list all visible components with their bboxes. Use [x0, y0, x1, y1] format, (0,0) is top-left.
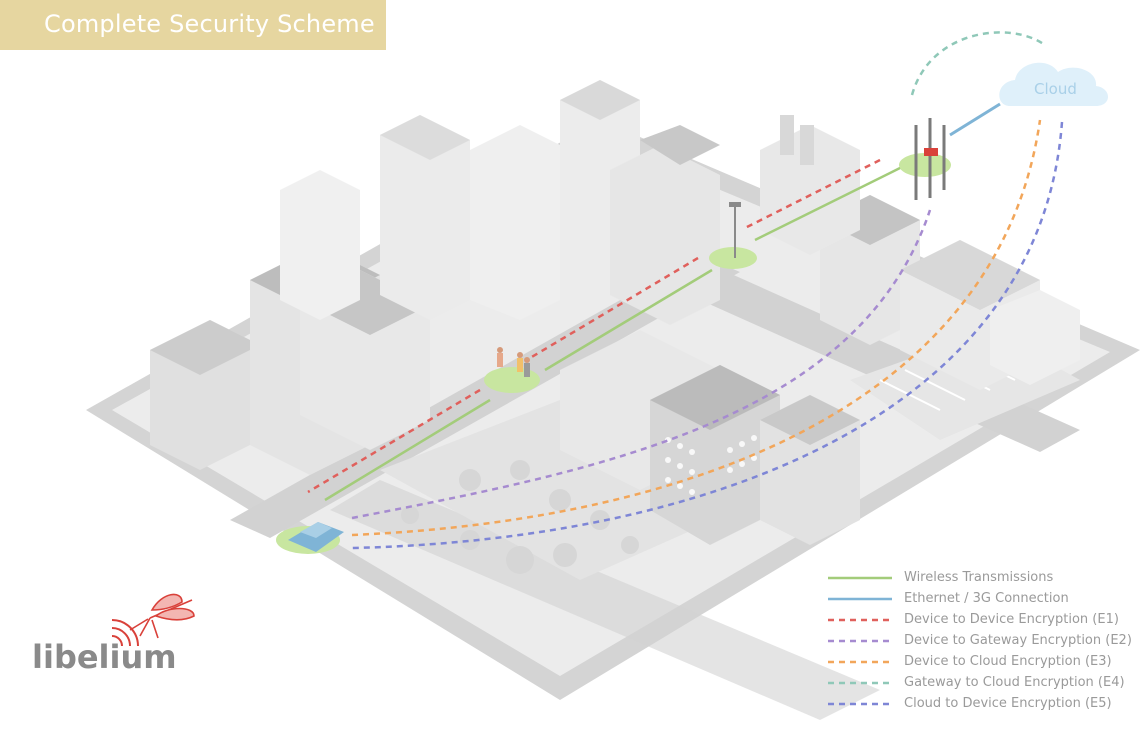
legend-label: Device to Gateway Encryption (E2) — [904, 633, 1132, 648]
legend-label: Gateway to Cloud Encryption (E4) — [904, 675, 1125, 690]
legend-item-e3: Device to Cloud Encryption (E3) — [828, 654, 1146, 675]
page-title: Complete Security Scheme — [44, 10, 375, 38]
park-trees — [401, 460, 639, 574]
streetlight-icon — [729, 202, 741, 258]
libelium-logo: libelium — [32, 590, 212, 684]
buildings-right — [760, 115, 1080, 390]
cloud-icon — [999, 62, 1108, 106]
legend-label: Device to Device Encryption (E1) — [904, 612, 1119, 627]
title-banner — [0, 0, 386, 50]
legend-label: Wireless Transmissions — [904, 570, 1054, 585]
connection-e2-device-gateway — [351, 209, 932, 520]
connection-e1-3 — [307, 388, 481, 494]
brand-wordmark: libelium — [32, 638, 177, 676]
connection-wireless-1 — [754, 166, 901, 242]
cloud-label: Cloud — [1034, 80, 1077, 98]
node-streetlight — [709, 247, 757, 269]
legend-item-wireless: Wireless Transmissions — [828, 570, 1146, 591]
legend-label: Device to Cloud Encryption (E3) — [904, 654, 1112, 669]
connection-e5-cloud-device — [351, 121, 1064, 550]
connection-wireless-3 — [324, 398, 491, 502]
connection-e4-gateway-cloud — [910, 31, 1046, 96]
connection-ethernet-3g — [949, 102, 1001, 137]
legend-item-e1: Device to Device Encryption (E1) — [828, 612, 1146, 633]
legend-item-ethernet: Ethernet / 3G Connection — [828, 591, 1146, 612]
connection-e3-device-cloud — [351, 119, 1042, 537]
legend-label: Cloud to Device Encryption (E5) — [904, 696, 1112, 711]
node-pedestrians — [484, 367, 540, 393]
pedestrians-icon — [497, 347, 530, 377]
buildings-left — [150, 80, 720, 475]
legend: Wireless Transmissions Ethernet / 3G Con… — [828, 570, 1146, 717]
gateway-antenna — [914, 118, 946, 200]
mosquito-icon — [129, 593, 195, 639]
legend-label: Ethernet / 3G Connection — [904, 591, 1069, 606]
signal-icon — [111, 619, 139, 647]
legend-item-e5: Cloud to Device Encryption (E5) — [828, 696, 1146, 717]
park-area — [380, 400, 760, 580]
connection-e1-1 — [744, 158, 881, 230]
node-gateway-base — [899, 153, 951, 177]
legend-item-e4: Gateway to Cloud Encryption (E4) — [828, 675, 1146, 696]
connection-wireless-2 — [544, 268, 713, 372]
legend-item-e2: Device to Gateway Encryption (E2) — [828, 633, 1146, 654]
car-icon — [288, 522, 344, 552]
street-main — [230, 255, 740, 538]
